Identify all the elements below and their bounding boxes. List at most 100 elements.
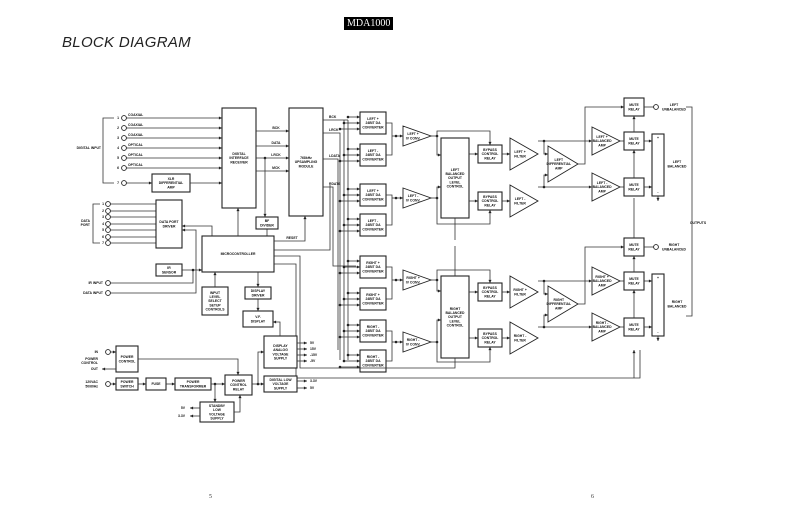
arrowhead bbox=[356, 159, 360, 163]
data-port-pin-number: 3 bbox=[102, 215, 104, 219]
wire bbox=[436, 198, 491, 225]
right-plus-balanced-amp bbox=[591, 266, 622, 296]
junction-dot bbox=[338, 199, 342, 203]
arrowhead bbox=[260, 382, 264, 386]
arrowhead bbox=[303, 347, 307, 351]
arrowhead bbox=[218, 181, 222, 185]
right-plus-iv-converter-label: RIGHT + bbox=[406, 276, 419, 280]
arrowhead bbox=[620, 105, 624, 109]
left-minus-da-converter-label: 24BIT DA bbox=[365, 153, 381, 157]
left-plus-filter bbox=[509, 137, 539, 171]
left-minus-filter-label: FILTER bbox=[514, 201, 526, 205]
mute-relay-label: MUTE bbox=[629, 243, 639, 247]
right-minus-balanced-amp-label: AMP bbox=[598, 329, 606, 333]
wire bbox=[436, 280, 441, 292]
right-unbalanced-label: UNBALANCED bbox=[662, 247, 686, 251]
wire bbox=[543, 281, 548, 295]
right-plus-iv-converter-label: IV CONV. bbox=[406, 280, 421, 284]
power-control-relay-label: CONTROL bbox=[230, 383, 247, 387]
arrowhead bbox=[356, 121, 360, 125]
wire bbox=[386, 122, 393, 156]
bypass-control-relay-label: CONTROL bbox=[482, 336, 499, 340]
arrowhead bbox=[218, 136, 222, 140]
wire bbox=[360, 358, 456, 369]
arrowhead bbox=[648, 185, 652, 189]
arrowhead bbox=[544, 152, 548, 156]
mains-input-jack bbox=[105, 381, 111, 387]
arrowhead bbox=[236, 208, 240, 212]
junction-dot bbox=[338, 335, 342, 339]
wire bbox=[257, 351, 264, 384]
data-port-driver bbox=[155, 199, 183, 249]
right-unbalanced-label: RIGHT bbox=[669, 243, 680, 247]
right-balanced-connector bbox=[651, 273, 665, 337]
right-plus-da-converter-label: RIGHT + bbox=[366, 293, 379, 297]
left-minus-da-converter-label: LEFT - bbox=[368, 149, 379, 153]
digital-input-type: COAXIAL bbox=[128, 133, 143, 137]
right-minus-balanced-amp-label: RIGHT - bbox=[596, 321, 609, 325]
standby-low-voltage-supply-label: VOLTAGE bbox=[209, 412, 226, 416]
arrowhead bbox=[356, 259, 360, 263]
junction-dot bbox=[338, 303, 342, 307]
junction-dot bbox=[346, 187, 350, 191]
right-balanced-output-level-control-label: BALANCED bbox=[445, 311, 465, 315]
left-plus-da-converter-label: 24BIT DA bbox=[365, 121, 381, 125]
power-control-in-jack bbox=[105, 349, 111, 355]
power-control-label: POWER bbox=[121, 355, 134, 359]
left-differential-amp-label: AMP bbox=[555, 166, 563, 170]
outputs-label: OUTPUTS bbox=[690, 221, 707, 225]
data-port-driver-label: DRIVER bbox=[163, 224, 176, 228]
data-port-pin-number: 2 bbox=[102, 209, 104, 213]
wire bbox=[138, 358, 239, 375]
standby-low-voltage-supply-label: SUPPLY bbox=[210, 417, 224, 421]
junction-dot bbox=[394, 196, 398, 200]
display-driver-label: DISPLAY bbox=[251, 289, 266, 293]
arrowhead bbox=[142, 382, 146, 386]
model-badge: MDA1000 bbox=[344, 17, 394, 30]
signal-label: MCK bbox=[272, 166, 280, 170]
ir-input-label: IR INPUT bbox=[88, 281, 103, 285]
bf-divider-label: BF bbox=[265, 219, 270, 223]
arrowhead bbox=[356, 291, 360, 295]
junction-dot bbox=[346, 147, 350, 151]
junction-dot bbox=[191, 268, 195, 272]
arrowhead bbox=[102, 367, 106, 371]
left-minus-da-converter-label: LEFT - bbox=[368, 219, 379, 223]
right-minus-iv-converter bbox=[402, 331, 433, 353]
junction-dot bbox=[342, 265, 346, 269]
wire bbox=[274, 185, 331, 251]
arrowhead bbox=[238, 395, 242, 399]
display-analog-voltage-supply-label: DISPLAY bbox=[273, 344, 288, 348]
left-plus-filter-label: FILTER bbox=[514, 154, 526, 158]
power-control-in-label: IN bbox=[95, 350, 99, 354]
arrowhead bbox=[303, 386, 307, 390]
arrowhead bbox=[488, 279, 492, 283]
arrowhead bbox=[356, 365, 360, 369]
left-plus-iv-converter bbox=[402, 125, 433, 147]
arrowhead bbox=[198, 268, 202, 272]
right-balanced-output-level-control-label: CONTROL bbox=[447, 324, 464, 328]
left-unbalanced-jack bbox=[653, 104, 659, 110]
junction-dot bbox=[338, 271, 342, 275]
arrowhead bbox=[399, 278, 403, 282]
junction-dot bbox=[342, 297, 346, 301]
arrowhead bbox=[506, 152, 510, 156]
arrowhead bbox=[218, 166, 222, 170]
right-plus-da-converter-label: 24BIT DA bbox=[365, 297, 381, 301]
digital-input-number: 7 bbox=[117, 181, 119, 185]
arrowhead bbox=[263, 213, 267, 217]
analog-rail-label: -5V bbox=[310, 359, 316, 363]
data-port-label: DATA bbox=[81, 219, 90, 223]
left-plus-balanced-amp-label: LEFT + bbox=[596, 135, 607, 139]
digital-rail-label: 5V bbox=[310, 386, 315, 390]
analog-rail-label: 15V bbox=[310, 347, 317, 351]
bypass-control-relay-label: BYPASS bbox=[483, 332, 497, 336]
right-plus-filter-label: RIGHT + bbox=[513, 288, 526, 292]
right-balanced-label: BALANCED bbox=[667, 304, 687, 308]
bypass-control-relay-label: CONTROL bbox=[482, 152, 499, 156]
wire bbox=[386, 194, 393, 226]
right-minus-balanced-amp bbox=[591, 312, 622, 342]
left-plus-balanced-amp-label: BALANCED bbox=[593, 139, 613, 143]
arrowhead bbox=[221, 382, 225, 386]
mute-relay-label: RELAY bbox=[628, 281, 640, 285]
